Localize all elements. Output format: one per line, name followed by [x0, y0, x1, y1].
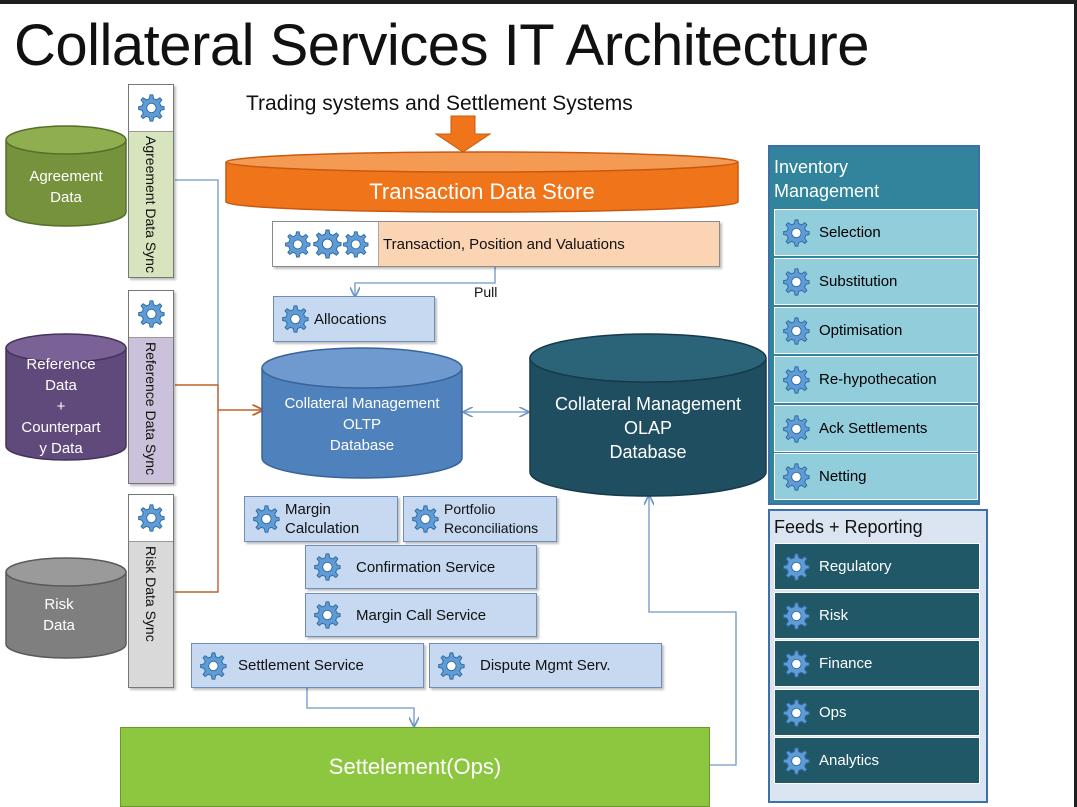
inventory-item-selection: Selection — [774, 209, 978, 256]
feeds-reporting-panel: Feeds + Reporting Regulatory Risk Financ… — [768, 509, 988, 803]
feeds-reporting-title: Feeds + Reporting — [774, 517, 923, 537]
gear-icon — [783, 462, 810, 491]
transaction-service-box: Transaction, Position and Valuations — [272, 221, 720, 267]
inventory-item-optimisation: Optimisation — [774, 307, 978, 354]
gear-icon — [783, 649, 810, 678]
risk-data-label: Risk Data — [43, 596, 75, 634]
margin-call-service-box: Margin Call Service — [305, 593, 537, 637]
gear-icon — [314, 553, 341, 581]
gear-icon — [783, 267, 810, 296]
settlement-service-label: Settlement Service — [238, 657, 364, 674]
oltp-label: Collateral Management OLTP Database — [284, 395, 440, 454]
gear-icon — [783, 698, 810, 727]
settlement-ops-label: Settelement(Ops) — [328, 754, 502, 779]
gear-icon — [314, 601, 341, 629]
gear-icon — [200, 651, 227, 680]
agreement-data-label: Agreement Data — [29, 168, 103, 206]
dispute-mgmt-label: Dispute Mgmt Serv. — [480, 657, 611, 674]
agreement-data-cylinder — [5, 125, 127, 227]
gear-icon — [282, 305, 309, 333]
gear-icon — [783, 414, 810, 443]
right-border — [1074, 0, 1077, 807]
transaction-store-label: Transaction Data Store — [369, 179, 594, 204]
feeds-item-finance: Finance — [774, 640, 980, 687]
transaction-data-store: Transaction Data Store — [225, 151, 739, 213]
reference-data-label: Reference Data + Counterpart y Data — [21, 356, 101, 457]
feeds-item-ops: Ops — [774, 689, 980, 736]
feeds-item-analytics: Analytics — [774, 737, 980, 784]
gear-icon — [783, 316, 810, 345]
reference-data-sync: Reference Data Sync — [128, 290, 174, 484]
confirmation-service-box: Confirmation Service — [305, 545, 537, 589]
inventory-item-netting: Netting — [774, 453, 978, 500]
gear-icon — [138, 94, 165, 122]
confirmation-service-label: Confirmation Service — [356, 558, 496, 576]
agreement-data-sync: Agreement Data Sync — [128, 84, 174, 278]
inventory-item-rehypothecation: Re-hypothecation — [774, 356, 978, 403]
gear-icon — [138, 504, 165, 532]
agreement-data-sync-label: Agreement Data Sync — [143, 136, 159, 273]
settlement-service-box: Settlement Service — [191, 643, 424, 688]
olap-database — [529, 333, 767, 497]
gear-icon — [783, 365, 810, 394]
gear-icon — [138, 300, 165, 328]
feeds-item-regulatory: Regulatory — [774, 543, 980, 590]
gear-icon — [783, 746, 810, 775]
feeds-item-risk: Risk — [774, 592, 980, 639]
olap-label: Collateral Management OLAP Database — [554, 394, 742, 462]
input-arrow — [434, 115, 492, 153]
subtitle: Trading systems and Settlement Systems — [246, 92, 633, 115]
margin-call-service-label: Margin Call Service — [356, 606, 487, 624]
gear-icon — [412, 505, 439, 533]
gear-icon — [783, 218, 810, 247]
pull-label: Pull — [474, 284, 498, 300]
top-border — [0, 0, 1077, 4]
settlement-ops-box: Settelement(Ops) — [120, 727, 710, 807]
reference-data-sync-label: Reference Data Sync — [143, 342, 159, 476]
oltp-database — [261, 347, 463, 479]
allocations-label: Allocations — [314, 310, 387, 328]
gear-icon — [783, 552, 810, 581]
gear-icon — [438, 651, 465, 680]
inventory-item-ack-settlements: Ack Settlements — [774, 405, 978, 452]
allocations-box: Allocations — [273, 296, 435, 342]
gears-icon — [284, 229, 368, 259]
risk-data-cylinder — [5, 557, 127, 659]
risk-data-sync: Risk Data Sync — [128, 494, 174, 688]
reference-data-cylinder — [5, 333, 127, 461]
gear-icon — [783, 601, 810, 630]
page-title: Collateral Services IT Architecture — [14, 13, 870, 78]
inventory-item-substitution: Substitution — [774, 258, 978, 305]
gear-icon — [253, 505, 280, 533]
transaction-service-label: Transaction, Position and Valuations — [383, 235, 625, 253]
dispute-mgmt-box: Dispute Mgmt Serv. — [429, 643, 662, 688]
risk-data-sync-label: Risk Data Sync — [143, 546, 159, 642]
transaction-gears — [273, 222, 379, 266]
